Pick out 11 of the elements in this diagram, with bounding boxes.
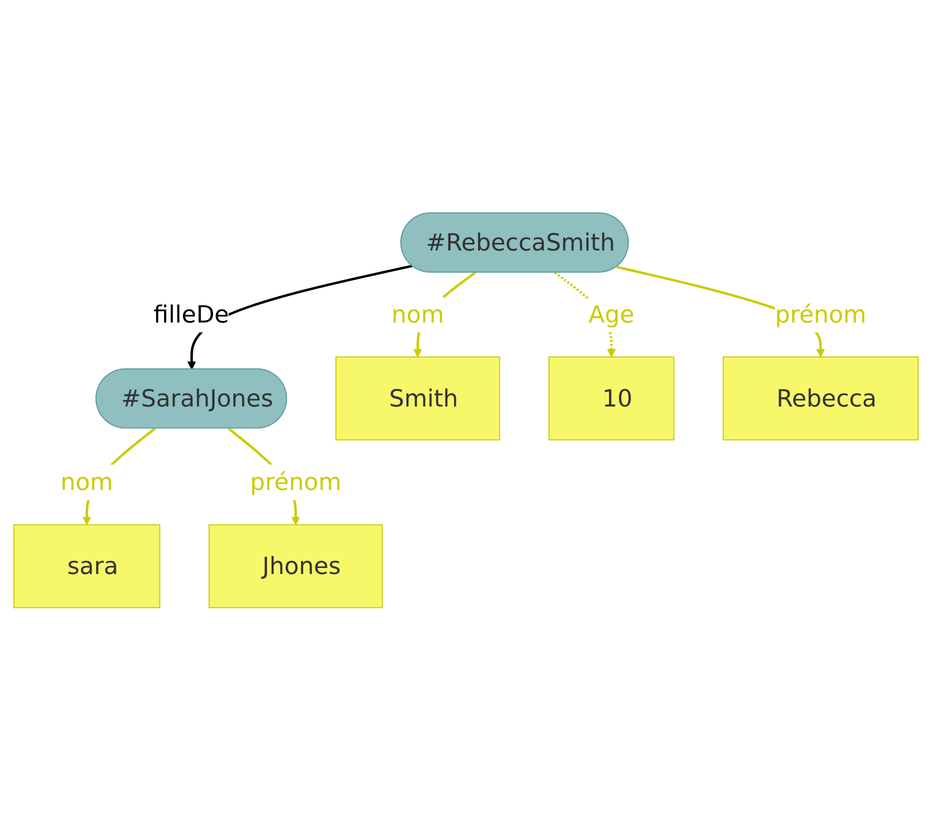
edge-label: prénom: [250, 468, 342, 496]
edge-label: prénom: [774, 300, 866, 328]
node-box: sara: [13, 524, 160, 608]
node-box: Jhones: [208, 524, 383, 608]
node-box: Rebecca: [722, 356, 919, 440]
edge-label: nom: [60, 468, 114, 496]
edge-label: filleDe: [154, 300, 230, 328]
edge-label: nom: [391, 300, 444, 328]
edge-label: Age: [588, 300, 634, 328]
node-box: Smith: [335, 356, 500, 440]
node-box: 10: [548, 356, 674, 440]
